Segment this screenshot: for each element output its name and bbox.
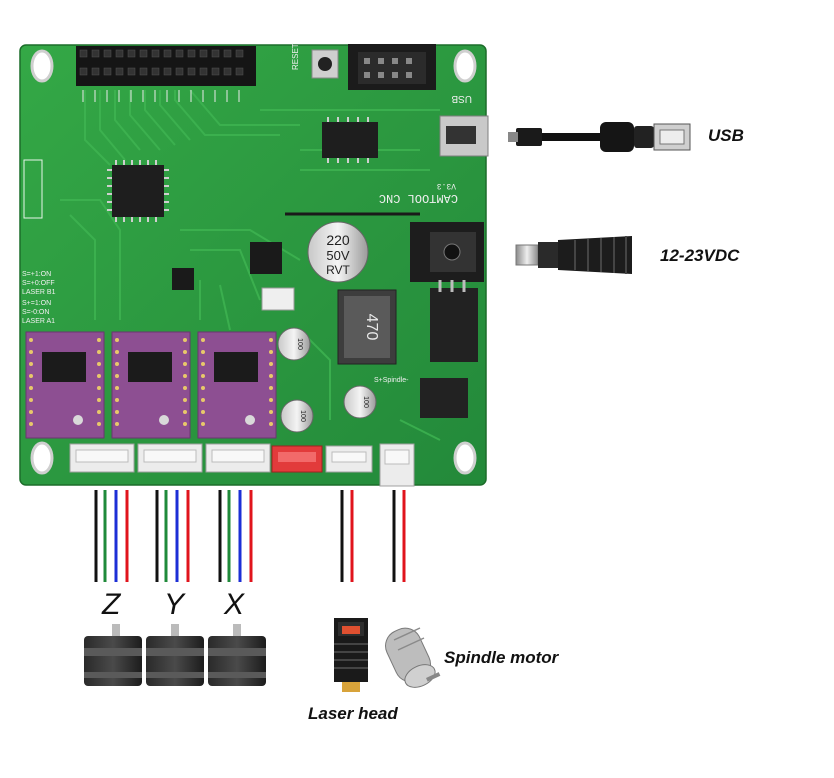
svg-text:S+=1:ON: S+=1:ON (22, 300, 51, 307)
motor-wires-x (218, 490, 253, 582)
inductor-470: 470 (337, 289, 397, 365)
label-spindle-motor: Spindle motor (444, 648, 559, 667)
axis-label-y: Y (164, 588, 185, 621)
stepper-motor-y-icon (146, 624, 204, 686)
motor-connector-x (205, 443, 271, 473)
spindle-connector (379, 443, 415, 487)
reset-button: RESET (291, 43, 339, 79)
laser-connector (325, 445, 373, 473)
inductor-value: 470 (363, 314, 380, 341)
capacitor-100uf-c: 100 (280, 399, 314, 433)
mcu-chip (107, 160, 169, 222)
box-header (348, 44, 436, 90)
cap-big-voltage: 50V (326, 248, 349, 263)
svg-text:S=+1:ON: S=+1:ON (22, 271, 51, 278)
cap-small-value-a: 100 (296, 338, 303, 350)
silk-usb-label: USB (451, 93, 472, 104)
limit-connector-red (271, 445, 323, 473)
dc-power-plug-icon (515, 236, 632, 274)
mounting-holes (30, 49, 477, 475)
motor-connector-z (69, 443, 135, 473)
capacitor-100uf-a: 100 (277, 327, 311, 361)
usb-serial-chip (322, 117, 378, 163)
stepper-driver-y (111, 331, 191, 439)
silk-reset-label: RESET (291, 43, 300, 70)
motor-connector-y (137, 443, 203, 473)
stepper-motor-z-icon (84, 624, 142, 686)
jumper-notes: S=+1:ON S=+0:OFF LASER B1 S+=1:ON S=-0:O… (22, 271, 56, 325)
pin-header-top (76, 46, 256, 102)
label-laser-head: Laser head (308, 704, 398, 723)
svg-text:LASER B1: LASER B1 (22, 289, 56, 296)
cap-small-value-c: 100 (299, 410, 306, 422)
laser-wires (340, 490, 354, 582)
dc-jack-socket (410, 222, 484, 282)
silk-box-left (23, 159, 43, 219)
pcb-traces (60, 89, 441, 441)
pcb-board: RESET (19, 43, 489, 487)
svg-text:S=-0:ON: S=-0:ON (22, 309, 49, 316)
cap-big-value: 220 (326, 232, 350, 248)
stepper-driver-x (197, 331, 277, 439)
capacitor-100uf-b: 100 (343, 385, 377, 419)
capacitor-220uf: 220 50V RVT (307, 221, 369, 283)
label-usb: USB (708, 126, 744, 145)
motor-wires-y (155, 490, 190, 582)
mosfet (420, 280, 478, 418)
silk-brand: CAMTOOL CNC (379, 191, 458, 205)
usb-cable-icon (508, 122, 691, 152)
svg-text:LASER A1: LASER A1 (22, 318, 55, 325)
silk-spindle: S+Spindle- (374, 377, 409, 384)
laser-head-icon (334, 618, 368, 692)
stepper-motor-x-icon (208, 624, 266, 686)
cap-big-brand: RVT (326, 263, 350, 277)
motor-wires-z (94, 490, 129, 582)
silk-version: V3.3 (437, 181, 456, 190)
svg-text:S=+0:OFF: S=+0:OFF (22, 280, 55, 287)
spindle-motor-icon (385, 627, 441, 688)
axis-label-z: Z (102, 588, 121, 621)
axis-label-x: X (224, 588, 245, 621)
stepper-driver-z (25, 331, 105, 439)
label-power: 12-23VDC (660, 246, 740, 265)
regulator-chip (250, 242, 282, 274)
usb-socket: USB (439, 93, 489, 157)
cap-small-value-b: 100 (362, 396, 369, 408)
spindle-wires (392, 490, 406, 582)
transistor-small (172, 268, 194, 290)
aux-connector (261, 287, 295, 311)
